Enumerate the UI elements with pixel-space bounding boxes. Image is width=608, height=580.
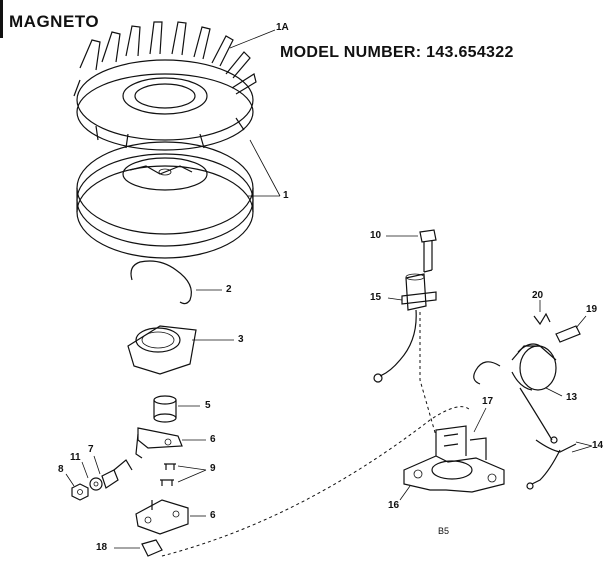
magneto-housing-part [403, 425, 505, 493]
points-plate-part [135, 499, 189, 535]
assembly-line-wire [419, 312, 437, 437]
flywheel-base-part [76, 141, 254, 259]
callout-6-upper: 6 [210, 434, 216, 445]
callout-1: 1 [283, 190, 289, 201]
callout-20: 20 [532, 290, 544, 301]
clip-19-part [555, 325, 581, 343]
callout-6-lower: 6 [210, 510, 216, 521]
leader-7 [93, 455, 101, 475]
callout-14: 14 [592, 440, 604, 451]
leader-14 [571, 441, 593, 453]
terminal-part [101, 459, 133, 489]
clip-part [141, 539, 163, 557]
condenser-part [373, 273, 437, 383]
leader-11 [81, 461, 89, 479]
left-margin-rule [0, 0, 3, 38]
callout-15: 15 [370, 292, 382, 303]
callout-16: 16 [388, 500, 400, 511]
spring-20-part [533, 312, 551, 326]
callout-13: 13 [566, 392, 578, 403]
points-bracket-part [135, 427, 183, 459]
callout-19: 19 [586, 304, 598, 315]
leader-1a [229, 29, 276, 49]
screw-10-part [419, 229, 437, 273]
callout-10: 10 [370, 230, 382, 241]
gasket-part [127, 325, 197, 375]
callout-8: 8 [58, 464, 64, 475]
callout-18: 18 [96, 542, 108, 553]
leader-15 [387, 297, 403, 301]
spring-clip-part [130, 260, 192, 305]
callout-3: 3 [238, 334, 244, 345]
model-number: MODEL NUMBER: 143.654322 [280, 44, 514, 61]
leader-1 [248, 139, 281, 197]
nut-part [71, 483, 89, 501]
callout-11: 11 [70, 452, 81, 463]
leader-13 [545, 387, 563, 397]
callout-1a: 1A [276, 22, 289, 33]
screws-part [160, 463, 176, 486]
leader-16 [399, 485, 411, 501]
ground-wire-part [526, 436, 577, 490]
callout-5: 5 [205, 400, 211, 411]
callout-2: 2 [226, 284, 232, 295]
assembly-line-clip [161, 406, 471, 557]
leader-19 [575, 315, 587, 329]
ignition-coil-part [473, 343, 557, 441]
leader-8 [65, 473, 75, 487]
washer-part [89, 477, 103, 491]
flywheel-fan-part [73, 21, 257, 151]
leader-17 [473, 407, 487, 433]
callout-7: 7 [88, 444, 94, 455]
callout-17: 17 [482, 396, 494, 407]
bottom-mark: B5 [438, 526, 450, 536]
section-title: MAGNETO [9, 12, 100, 31]
callout-9: 9 [210, 463, 216, 474]
leader-9 [177, 465, 207, 483]
spacer-part [153, 395, 177, 423]
